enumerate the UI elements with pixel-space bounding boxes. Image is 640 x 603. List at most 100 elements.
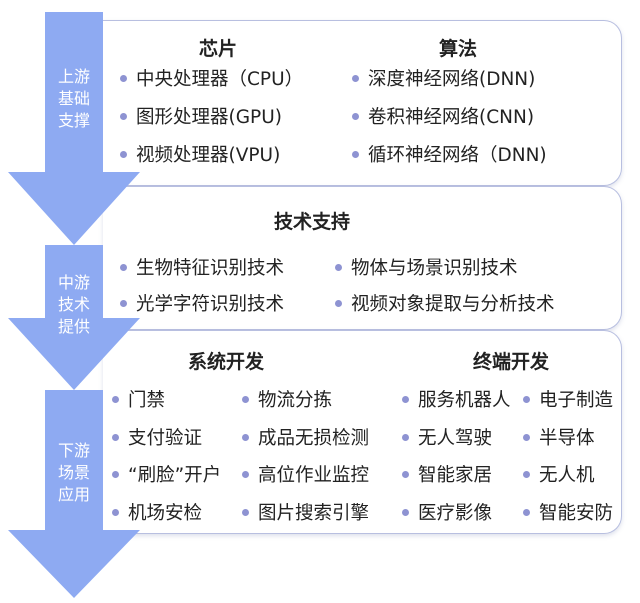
item-text: 医疗影像: [418, 503, 493, 524]
list-item: 机场安检: [112, 499, 202, 525]
item-text: 中央处理器（CPU）: [136, 69, 304, 90]
bullet-icon: [112, 470, 119, 478]
bullet-icon: [402, 433, 409, 441]
item-text: 视频处理器(VPU): [136, 145, 281, 166]
bullet-icon: [352, 150, 359, 158]
list-item: 物流分拣: [242, 386, 332, 412]
list-item: 光学字符识别技术: [120, 290, 284, 316]
bullet-icon: [242, 433, 249, 441]
list-item: 成品无损检测: [242, 424, 369, 450]
item-text: 视频对象提取与分析技术: [351, 294, 555, 315]
bullet-icon: [402, 395, 409, 403]
bullet-icon: [352, 74, 359, 82]
label-line: 场景: [57, 463, 90, 482]
item-text: 成品无损检测: [258, 428, 370, 449]
item-text: 物体与场景识别技术: [351, 258, 518, 279]
bullet-icon: [352, 112, 359, 120]
bullet-icon: [112, 508, 119, 516]
bullet-icon: [523, 470, 530, 478]
item-text: 循环神经网络（DNN): [368, 145, 547, 166]
label-line: 应用: [57, 485, 90, 504]
item-text: 光学字符识别技术: [136, 294, 285, 315]
item-text: 智能家居: [418, 465, 493, 486]
algorithms-title: 算法: [438, 38, 478, 60]
label-line: 下游: [57, 441, 90, 460]
label-line: 中游: [57, 273, 90, 292]
bullet-icon: [335, 299, 342, 307]
bullet-icon: [402, 508, 409, 516]
bullet-icon: [120, 112, 127, 120]
item-text: 卷积神经网络(CNN): [368, 107, 535, 128]
bullet-icon: [335, 263, 342, 271]
bullet-icon: [112, 433, 119, 441]
bullet-icon: [242, 508, 249, 516]
bullet-icon: [402, 470, 409, 478]
list-item: 生物特征识别技术: [120, 254, 284, 280]
bullet-icon: [523, 508, 530, 516]
arrow-label-downstream: 下游 场景 应用: [50, 440, 98, 506]
upstream-box: [103, 20, 622, 186]
label-line: 支撑: [57, 111, 90, 130]
list-item: 高位作业监控: [242, 461, 369, 487]
arrow-midstream: [8, 245, 140, 390]
list-item: 无人驾驶: [402, 424, 492, 450]
bullet-icon: [242, 395, 249, 403]
bullet-icon: [120, 299, 127, 307]
item-text: “刷脸”开户: [128, 465, 222, 486]
item-text: 服务机器人: [418, 390, 511, 411]
item-text: 图形处理器(GPU): [136, 107, 282, 128]
list-item: “刷脸”开户: [112, 461, 221, 487]
bullet-icon: [120, 263, 127, 271]
list-item: 支付验证: [112, 424, 202, 450]
list-item: 门禁: [112, 386, 165, 412]
item-text: 智能安防: [539, 503, 614, 524]
list-item: 智能家居: [402, 461, 492, 487]
list-item: 图形处理器(GPU): [120, 103, 282, 129]
list-item: 图片搜索引擎: [242, 499, 369, 525]
midstream-box: [103, 186, 622, 330]
bullet-icon: [120, 74, 127, 82]
arrow-label-upstream: 上游 基础 支撑: [50, 66, 98, 132]
list-item: 无人机: [523, 461, 595, 487]
item-text: 无人驾驶: [418, 428, 493, 449]
downstream-box: [103, 330, 622, 534]
bullet-icon: [523, 395, 530, 403]
item-text: 门禁: [128, 390, 166, 411]
item-text: 高位作业监控: [258, 465, 370, 486]
label-line: 基础: [57, 89, 90, 108]
list-item: 半导体: [523, 424, 595, 450]
arrow-upstream: [8, 12, 140, 245]
label-line: 上游: [57, 67, 90, 86]
arrow-label-midstream: 中游 技术 提供: [50, 272, 98, 338]
list-item: 物体与场景识别技术: [335, 254, 518, 280]
item-text: 无人机: [539, 465, 595, 486]
chips-title: 芯片: [198, 38, 238, 60]
bullet-icon: [120, 150, 127, 158]
list-item: 服务机器人: [402, 386, 511, 412]
item-text: 机场安检: [128, 503, 203, 524]
item-text: 图片搜索引擎: [258, 503, 370, 524]
bullet-icon: [112, 395, 119, 403]
list-item: 卷积神经网络(CNN): [352, 103, 534, 129]
item-text: 生物特征识别技术: [136, 258, 285, 279]
list-item: 智能安防: [523, 499, 613, 525]
item-text: 支付验证: [128, 428, 203, 449]
bullet-icon: [523, 433, 530, 441]
list-item: 电子制造: [523, 386, 613, 412]
list-item: 医疗影像: [402, 499, 492, 525]
terminal-dev-title: 终端开发: [472, 351, 550, 373]
list-item: 视频处理器(VPU): [120, 141, 280, 167]
tech-support-title: 技术支持: [273, 211, 351, 233]
system-dev-title: 系统开发: [187, 351, 265, 373]
list-item: 中央处理器（CPU）: [120, 65, 303, 91]
item-text: 电子制造: [539, 390, 614, 411]
bullet-icon: [242, 470, 249, 478]
label-line: 提供: [57, 317, 90, 336]
arrow-downstream: [8, 390, 140, 598]
item-text: 深度神经网络(DNN): [368, 69, 536, 90]
list-item: 循环神经网络（DNN): [352, 141, 547, 167]
list-item: 视频对象提取与分析技术: [335, 290, 555, 316]
list-item: 深度神经网络(DNN): [352, 65, 535, 91]
item-text: 半导体: [539, 428, 595, 449]
